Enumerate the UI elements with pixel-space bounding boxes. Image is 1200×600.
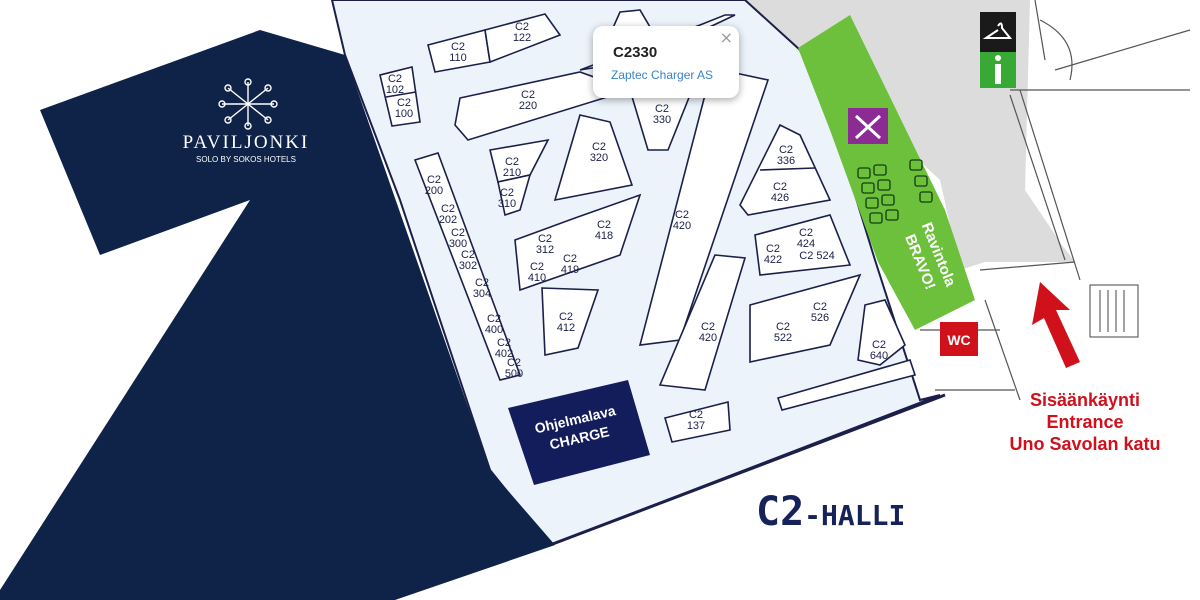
popup-booth-code: C2330 xyxy=(613,44,658,61)
hall-c2-bottom-wall xyxy=(549,393,946,547)
booth-137[interactable] xyxy=(664,400,731,443)
cutlery-icon xyxy=(854,114,882,140)
wc-label: WC xyxy=(947,332,970,348)
booth-popup: C2330 Zaptec Charger AS × xyxy=(593,26,739,98)
outside-area xyxy=(1030,0,1200,60)
booth-122[interactable] xyxy=(484,13,562,64)
booth-320[interactable] xyxy=(553,114,634,202)
stage-charge[interactable] xyxy=(508,380,650,485)
booth-640[interactable] xyxy=(857,299,906,366)
booth-bottom-strip[interactable] xyxy=(776,359,917,411)
cloakroom-sign xyxy=(980,12,1016,52)
booth-220[interactable] xyxy=(454,71,633,141)
paviljonki-building xyxy=(0,30,555,600)
hall-code: C2-HALLI xyxy=(756,489,905,535)
booth-312-419[interactable] xyxy=(514,193,642,292)
booth-420-lower[interactable] xyxy=(658,254,747,391)
booth-522-526[interactable] xyxy=(749,273,862,363)
booth-422-524[interactable] xyxy=(754,214,852,276)
entrance-arrow-icon xyxy=(1032,282,1080,368)
booth-layer xyxy=(379,9,917,443)
paviljonki-logo-icon xyxy=(218,78,278,130)
wc-sign xyxy=(940,322,978,356)
booth-column-200-500[interactable] xyxy=(413,152,522,381)
info-icon xyxy=(995,64,1001,84)
booth-412[interactable] xyxy=(541,287,600,356)
entrance-line1: Sisäänkäynti xyxy=(1030,390,1140,410)
brand-tagline: SOLO BY SOKOS HOTELS xyxy=(196,155,296,164)
restaurant-tables xyxy=(857,159,933,224)
stairs-icon xyxy=(1089,284,1139,338)
booth-310[interactable] xyxy=(497,173,532,217)
booth-336-426[interactable] xyxy=(739,123,832,216)
popup-exhibitor-link[interactable]: Zaptec Charger AS xyxy=(611,68,714,82)
close-icon[interactable]: × xyxy=(719,28,733,47)
entrance-line2: Entrance xyxy=(1046,412,1123,432)
booth-label-524: C2 524 xyxy=(799,250,834,262)
brand-name: PAVILJONKI xyxy=(183,132,310,153)
hanger-icon xyxy=(982,22,1013,39)
booth-102-100[interactable] xyxy=(379,66,421,127)
entrance-line3: Uno Savolan katu xyxy=(1009,434,1160,454)
building-outline-right xyxy=(920,0,1191,401)
